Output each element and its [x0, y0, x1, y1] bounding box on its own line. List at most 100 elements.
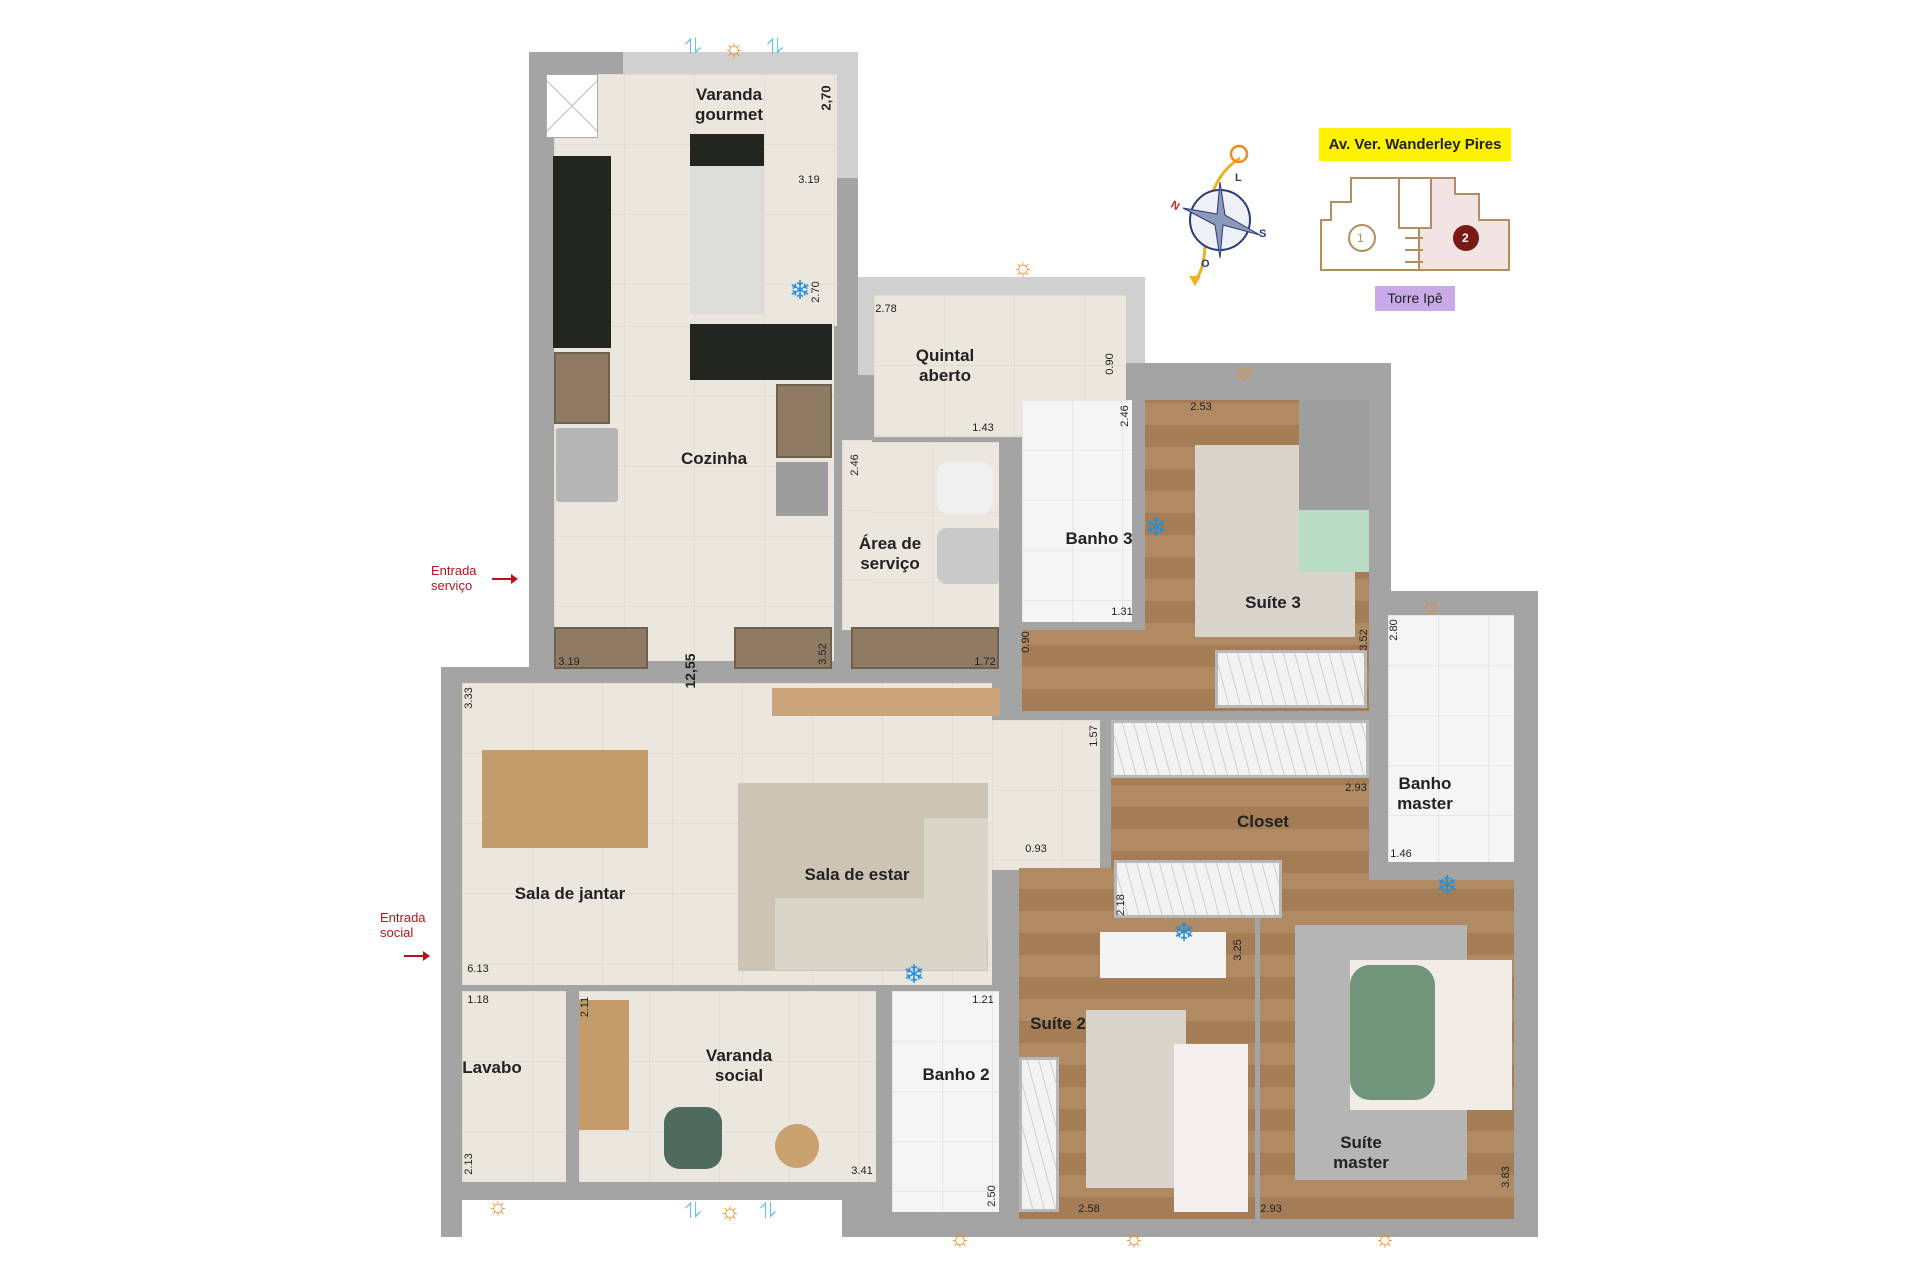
- dimension-label: 1.57: [1088, 725, 1100, 747]
- dimension-label: 2.13: [463, 1153, 475, 1175]
- room-label-area-servico: Área de serviço: [858, 534, 922, 573]
- room-label-banho3: Banho 3: [1065, 529, 1133, 548]
- dimension-label: 2.18: [1115, 894, 1127, 916]
- room-label-sala-estar: Sala de estar: [804, 865, 910, 884]
- sun-icon: ☼: [487, 1193, 509, 1220]
- dimension-label: 2.93: [1260, 1203, 1282, 1215]
- room-label-cozinha: Cozinha: [680, 449, 748, 468]
- compass-east: L: [1235, 172, 1242, 184]
- sun-icon: ☼: [1123, 1225, 1145, 1252]
- closet-wardrobe: [1111, 720, 1369, 778]
- suite2-bed: [1174, 1044, 1248, 1212]
- room-label-banho2: Banho 2: [922, 1065, 990, 1084]
- sofa-chaise: [924, 818, 988, 938]
- banho3-floor: [1022, 400, 1132, 622]
- wind-icon: ⥮: [685, 1198, 701, 1223]
- snowflake-icon: ❄: [789, 275, 811, 305]
- dimension-label: 0.93: [1025, 843, 1047, 855]
- room-label-banho-master: Banho master: [1397, 774, 1453, 813]
- snowflake-icon: ❄: [1436, 870, 1458, 900]
- room-label-suite3: Suíte 3: [1245, 593, 1301, 612]
- tv-rack: [772, 688, 1000, 716]
- dining-table: [482, 750, 648, 848]
- dimension-label: 2.53: [1190, 401, 1212, 413]
- sun-icon: ☼: [1012, 254, 1034, 281]
- passage-floor: [842, 440, 872, 630]
- shaft: [546, 74, 598, 138]
- sun-icon: ☼: [949, 1225, 971, 1252]
- room-label-lavabo: Lavabo: [462, 1058, 522, 1077]
- sun-icon: ☼: [719, 1198, 741, 1225]
- tower-label: Torre Ipê: [1375, 286, 1455, 311]
- sun-icon: ☼: [1374, 1225, 1396, 1252]
- arrow-right-icon: [492, 574, 518, 584]
- closet-wardrobe-2: [1114, 860, 1282, 918]
- room-label-closet: Closet: [1237, 812, 1289, 831]
- dimension-label: 3.83: [1500, 1166, 1512, 1188]
- dimension-label: 2.58: [1078, 1203, 1100, 1215]
- dimension-label: 2.11: [579, 996, 591, 1018]
- unit-2-label: 2: [1462, 231, 1469, 245]
- room-label-varanda-social: Varanda social: [705, 1046, 773, 1085]
- varanda-social-bar: [579, 1000, 629, 1130]
- room-label-suite2: Suíte 2: [1030, 1014, 1086, 1033]
- dimension-label: 2.50: [986, 1185, 998, 1207]
- dining-table-gourmet: [690, 166, 764, 314]
- wind-icon: ⥮: [767, 34, 783, 59]
- sun-icon: ☼: [1233, 358, 1255, 385]
- dimension-label: 3.52: [817, 643, 829, 665]
- kitchen-island: [690, 324, 832, 380]
- suite3-wardrobe: [1215, 650, 1367, 708]
- dimension-label: 2,70: [818, 85, 834, 111]
- snowflake-icon: ❄: [1145, 512, 1167, 542]
- dimension-label: 2.46: [1119, 405, 1131, 427]
- dimension-label: 2.46: [849, 454, 861, 476]
- dimension-label: 6.13: [467, 963, 489, 975]
- snowflake-icon: ❄: [903, 959, 925, 989]
- suite3-floor-entry: [1022, 630, 1152, 711]
- master-duvet: [1350, 965, 1435, 1100]
- sun-icon: ☼: [723, 35, 745, 62]
- key-plan: 1 2: [1319, 176, 1511, 272]
- dimension-label: 1.43: [972, 422, 994, 434]
- room-label-varanda-gourmet: Varanda gourmet: [695, 85, 763, 124]
- stove: [776, 462, 828, 516]
- suite2-rug: [1086, 1010, 1186, 1188]
- armchair: [664, 1107, 722, 1169]
- banho2-floor: [892, 991, 999, 1212]
- dimension-label: 1.21: [972, 994, 994, 1006]
- cabinet: [554, 352, 610, 424]
- dimension-label: 2.93: [1345, 782, 1367, 794]
- dimension-label: 3.41: [851, 1165, 873, 1177]
- dimension-label: 3.33: [463, 687, 475, 709]
- cabinet: [554, 627, 648, 669]
- building-outline-icon: [1320, 177, 1510, 271]
- laundry-sink: [937, 462, 993, 514]
- unit-1-label: 1: [1357, 231, 1364, 245]
- dimension-label: 1.18: [467, 994, 489, 1006]
- washing-machine: [937, 528, 999, 584]
- hall-floor: [992, 720, 1100, 870]
- dimension-label: 0.90: [1104, 353, 1116, 375]
- dimension-label: 1.46: [1390, 848, 1412, 860]
- dimension-label: 2.78: [875, 303, 897, 315]
- compass-west: O: [1201, 258, 1210, 270]
- snowflake-icon: ❄: [1173, 917, 1195, 947]
- arrow-right-icon: [404, 951, 430, 961]
- room-label-quintal: Quintal aberto: [915, 346, 975, 385]
- street-label: Av. Ver. Wanderley Pires: [1319, 128, 1511, 161]
- wind-icon: ⥮: [685, 34, 701, 59]
- balcony-ledge: [462, 1200, 842, 1237]
- fridge: [556, 428, 618, 502]
- room-label-suite-master: Suíte master: [1333, 1133, 1389, 1172]
- entrance-service-label: Entrada serviço: [431, 563, 477, 593]
- dimension-label-total: 12,55: [682, 653, 698, 689]
- wind-icon: ⥮: [760, 1198, 776, 1223]
- cabinet: [734, 627, 832, 669]
- dimension-label: 0.90: [1020, 631, 1032, 653]
- dimension-label: 3.19: [798, 174, 820, 186]
- banho-master-floor: [1388, 615, 1514, 862]
- cabinet: [851, 627, 999, 669]
- suite2-wardrobe: [1019, 1057, 1059, 1212]
- side-table: [775, 1124, 819, 1168]
